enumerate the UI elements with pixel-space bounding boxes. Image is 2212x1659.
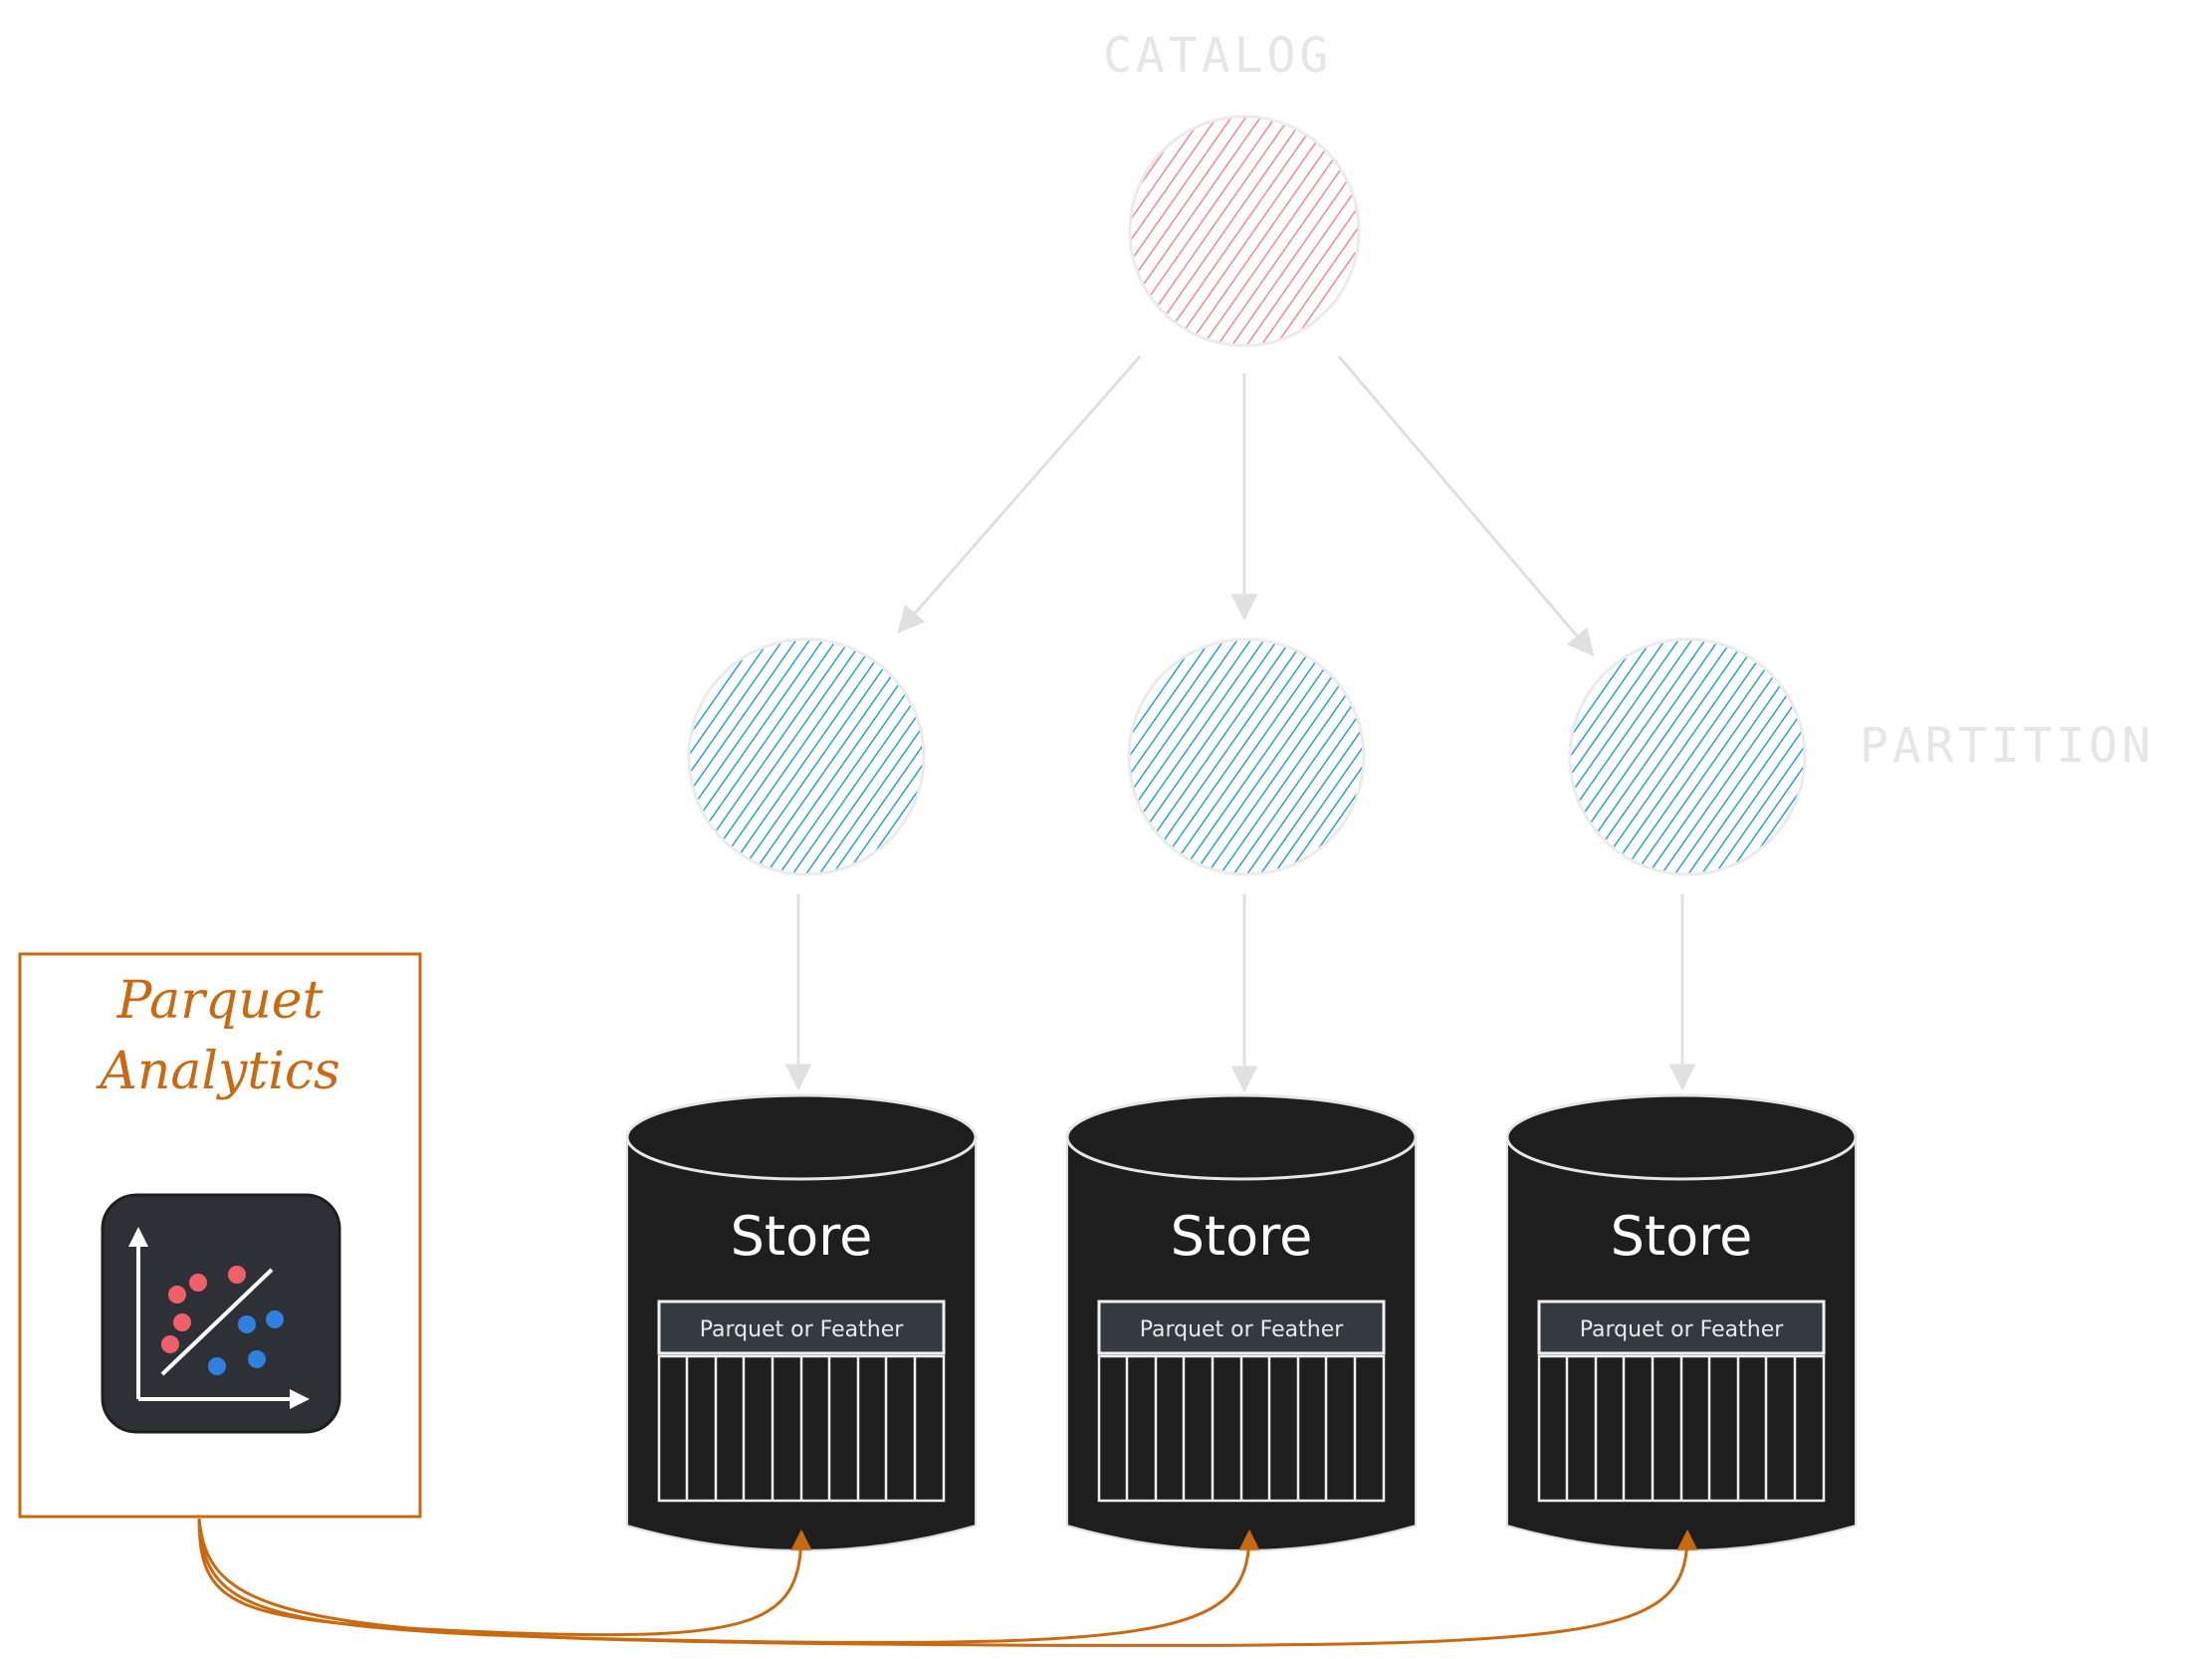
- partition-label: PARTITION: [1860, 718, 2154, 774]
- partition-node-1: [687, 637, 926, 876]
- analytics-title-line2: Analytics: [96, 1042, 339, 1101]
- store-title: Store: [1611, 1205, 1753, 1268]
- store-band: [657, 1300, 946, 1355]
- partition-node-2: [1127, 637, 1366, 876]
- scatter-plot-icon: [101, 1193, 341, 1434]
- store-cylinder-2: Store Parquet or Feather: [1065, 1093, 1418, 1551]
- arrow-catalog-partition-3: [1337, 356, 1595, 657]
- analytics-title-line1: Parquet: [116, 971, 324, 1031]
- store-band: [1097, 1300, 1386, 1355]
- partition-to-store-arrows: [784, 894, 1696, 1093]
- catalog-node: [1128, 115, 1361, 348]
- store-columns: [657, 1354, 946, 1503]
- connection-to-store-3: [197, 1518, 1698, 1647]
- store-columns: [1097, 1354, 1386, 1503]
- catalog-label: CATALOG: [1103, 28, 1332, 84]
- store-cylinder-3: Store Parquet or Feather: [1505, 1093, 1858, 1551]
- store-title: Store: [731, 1205, 873, 1268]
- store-band: [1537, 1300, 1826, 1355]
- connection-to-store-1: [197, 1518, 812, 1637]
- arrow-catalog-partition-1: [897, 356, 1142, 634]
- analytics-connections: [197, 1518, 1698, 1647]
- store-title: Store: [1171, 1205, 1313, 1268]
- store-band-label: Parquet or Feather: [700, 1317, 905, 1342]
- store-band-label: Parquet or Feather: [1140, 1317, 1345, 1342]
- store-columns: [1537, 1354, 1826, 1503]
- catalog-to-partition-arrows: [897, 356, 1595, 657]
- parquet-analytics-box: Parquet Analytics: [18, 952, 422, 1519]
- store-band-label: Parquet or Feather: [1580, 1317, 1785, 1342]
- partition-node-3: [1568, 637, 1807, 876]
- store-cylinder-1: Store Parquet or Feather: [625, 1093, 978, 1551]
